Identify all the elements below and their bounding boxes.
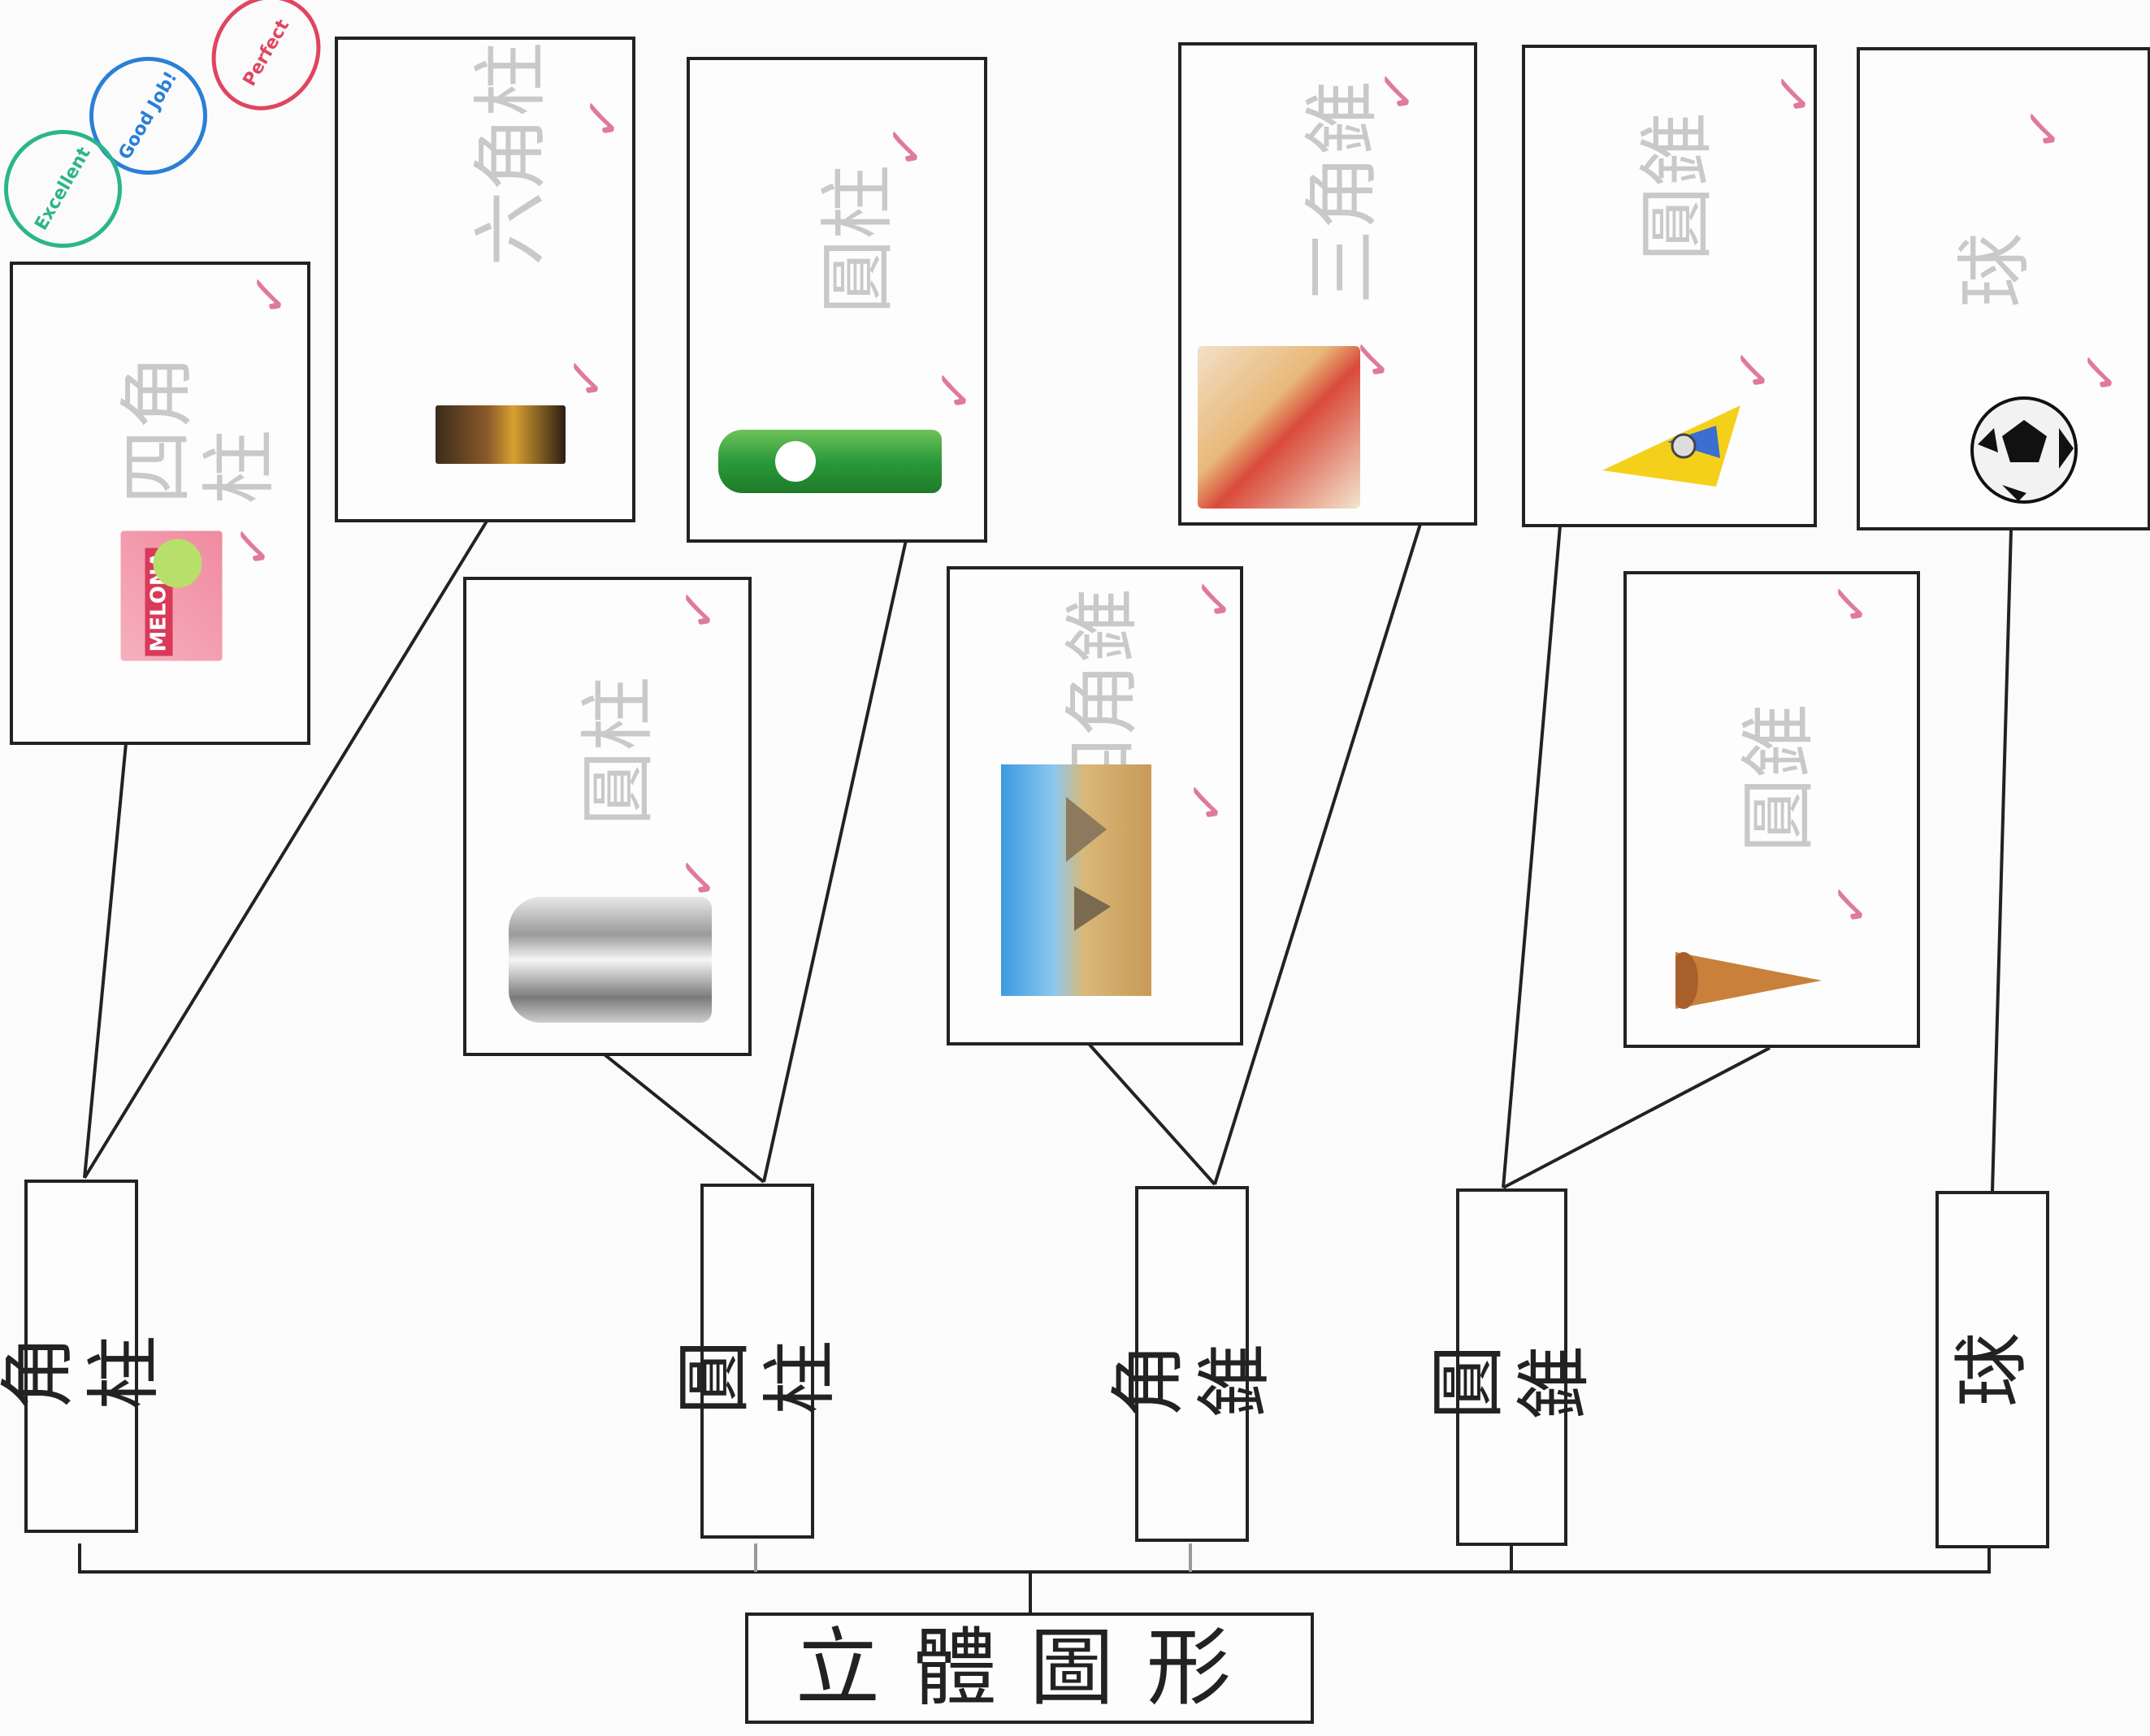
check-mark: ✓: [1818, 878, 1885, 932]
soccer-ball-image: [1970, 396, 2078, 504]
check-mark: ✓: [1720, 344, 1788, 397]
pyramids-photo-image: [1001, 764, 1151, 996]
example-sphere-ball: 球 ✓ ✓: [1857, 47, 2150, 530]
category-label: 圓錐: [1424, 1344, 1598, 1420]
category-label: 球: [1948, 1332, 2036, 1408]
check-mark: ✓: [1173, 776, 1241, 829]
example-cylinder-pringles: 圓柱 ✓ ✓: [687, 57, 989, 543]
category-prism: 角柱: [0, 1180, 167, 1533]
category-label: 圓柱: [670, 1340, 843, 1415]
check-mark: ✓: [570, 92, 637, 145]
handwritten-label: 圓柱: [574, 676, 662, 826]
handwritten-label: 四角柱: [114, 354, 284, 504]
root-label: 立體圖形: [795, 1617, 1264, 1717]
check-mark: ✓: [1818, 578, 1885, 631]
snack-box-image: [436, 405, 566, 464]
category-label: 角錐: [1105, 1342, 1278, 1418]
check-mark: ✓: [921, 364, 989, 418]
check-mark: ✓: [1761, 67, 1828, 121]
category-cylinder: 圓柱: [670, 1184, 843, 1539]
melona-box-image: MELONA: [120, 530, 223, 661]
check-mark: ✓: [2067, 346, 2135, 400]
example-square-pyramid: 四角錐 ✓ ✓: [947, 566, 1249, 1045]
check-mark: ✓: [665, 583, 733, 637]
example-cone-party-hat: 圓錐 ✓ ✓: [1522, 45, 1828, 527]
handwritten-label: 球: [1951, 232, 2039, 308]
pringles-can-image: [718, 430, 942, 493]
party-hat-image: [1602, 405, 1740, 487]
root-solid-figures: 立體圖形: [745, 1613, 1314, 1724]
metal-can-image: [509, 897, 712, 1023]
category-pyramid: 角錐: [1105, 1186, 1278, 1542]
category-label: 角柱: [0, 1335, 167, 1410]
handwritten-label: 圓錐: [1633, 111, 1721, 262]
pyramid-shapes: [1066, 797, 1111, 931]
check-mark: ✓: [220, 520, 288, 574]
handwritten-label: 圓錐: [1735, 703, 1823, 853]
handwritten-label: 三角錐: [1298, 80, 1386, 305]
check-mark: ✓: [553, 352, 621, 405]
ice-cream-cone-image: [1675, 952, 1822, 1009]
handwritten-label: 六角柱: [467, 41, 555, 266]
example-cylinder-can: 圓柱 ✓ ✓: [463, 577, 752, 1056]
category-cone: 圓錐: [1425, 1188, 1598, 1546]
example-hex-prism: 六角柱 ✓ ✓: [335, 37, 637, 522]
handwritten-label: 圓柱: [814, 164, 902, 314]
check-mark: ✓: [2010, 102, 2078, 156]
example-square-prism: 四角柱 ✓ ✓ MELONA: [10, 262, 310, 745]
check-mark: ✓: [1181, 573, 1249, 626]
pizza-slices-image: [1198, 346, 1360, 509]
example-cone-ice-cream: 圓錐 ✓ ✓: [1623, 571, 1920, 1048]
example-triangular-pyramid: 三角錐 ✓ ✓: [1178, 42, 1477, 526]
category-sphere: 球: [1935, 1191, 2049, 1548]
